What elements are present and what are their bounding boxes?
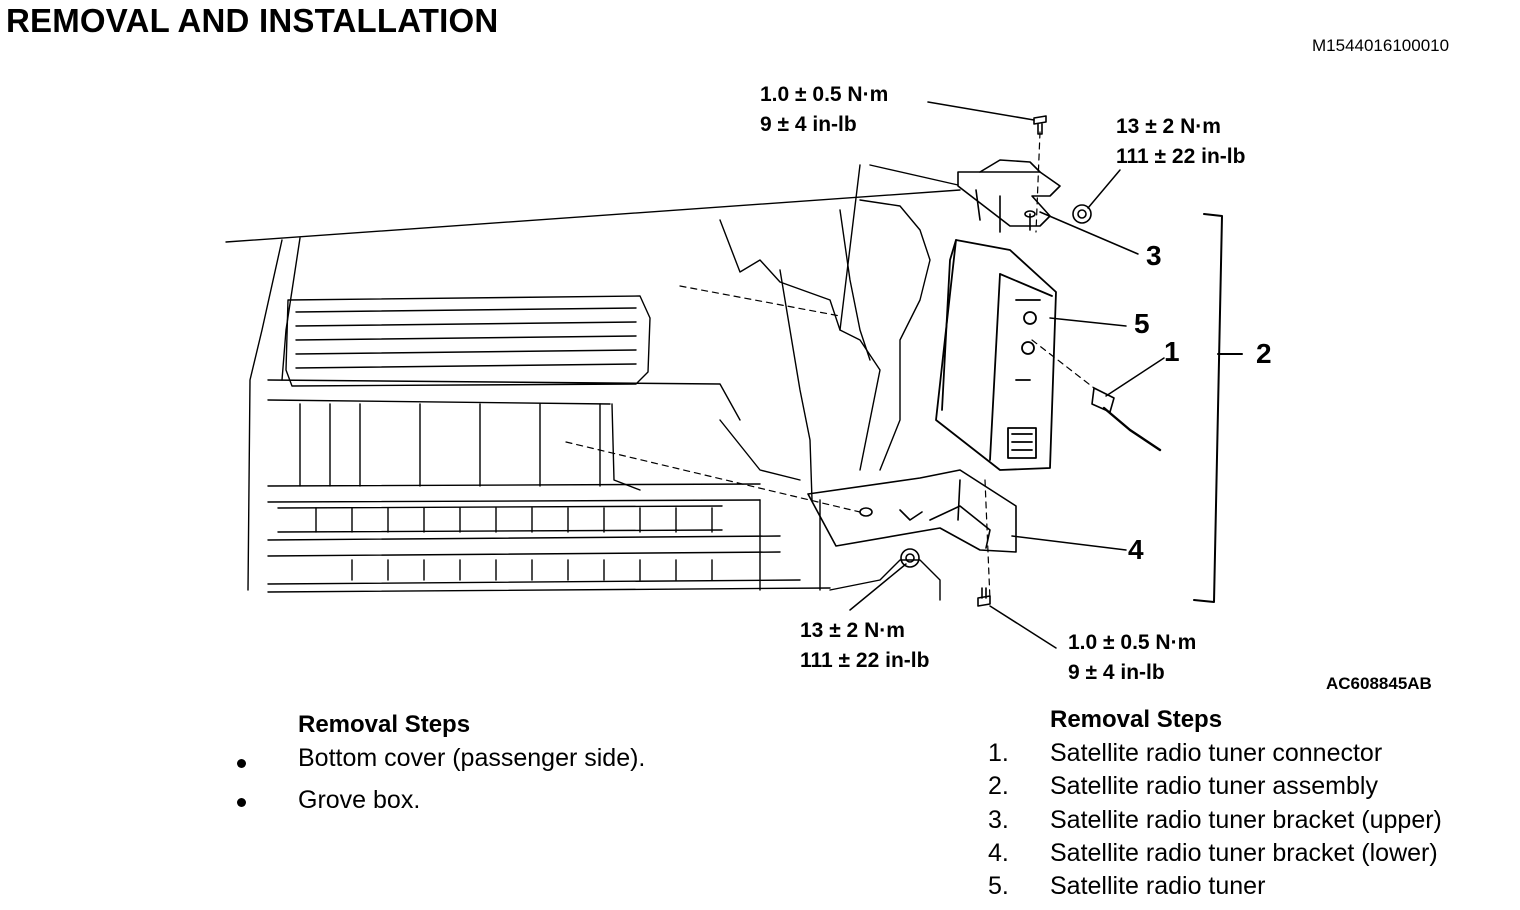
callout-2: 2 bbox=[1256, 338, 1272, 369]
list-item: 2. Satellite radio tuner assembly bbox=[988, 770, 1442, 803]
step-number: 5. bbox=[988, 872, 1009, 901]
step-text: Satellite radio tuner assembly bbox=[1050, 772, 1378, 801]
step-text: Satellite radio tuner bracket (lower) bbox=[1050, 839, 1438, 868]
leader-lines bbox=[849, 101, 1165, 649]
torque-metric: 13 ± 2 N·m bbox=[800, 619, 905, 642]
assembly-brace bbox=[1193, 213, 1243, 603]
fasteners bbox=[900, 115, 1162, 607]
torque-label-bottom-bolt: 1.0 ± 0.5 N·m 9 ± 4 in-lb bbox=[1068, 628, 1196, 688]
pre-removal-item: Grove box. bbox=[298, 786, 421, 814]
dashboard-outline bbox=[225, 164, 961, 601]
lower-bracket bbox=[807, 469, 1017, 553]
removal-steps-list: 1. Satellite radio tuner connector 2. Sa… bbox=[988, 737, 1442, 903]
torque-label-top-bolt: 1.0 ± 0.5 N·m 9 ± 4 in-lb bbox=[760, 80, 888, 140]
list-item: 5. Satellite radio tuner bbox=[988, 870, 1442, 903]
pre-removal-item: Bottom cover (passenger side). bbox=[298, 744, 646, 772]
torque-label-bottom-nut: 13 ± 2 N·m 111 ± 22 in-lb bbox=[800, 616, 929, 676]
step-text: Satellite radio tuner bracket (upper) bbox=[1050, 805, 1442, 834]
torque-imperial: 9 ± 4 in-lb bbox=[760, 113, 857, 136]
pre-removal-heading: Removal Steps bbox=[298, 711, 471, 738]
bullet-dot bbox=[237, 759, 246, 768]
torque-metric: 1.0 ± 0.5 N·m bbox=[760, 83, 889, 106]
step-number: 4. bbox=[988, 839, 1009, 868]
document-id: M1544016100010 bbox=[1312, 36, 1450, 55]
torque-label-top-nut: 13 ± 2 N·m 111 ± 22 in-lb bbox=[1116, 112, 1245, 172]
callout-5: 5 bbox=[1134, 308, 1150, 339]
step-text: Satellite radio tuner bbox=[1050, 872, 1266, 901]
callout-4: 4 bbox=[1128, 534, 1144, 565]
step-number: 2. bbox=[988, 772, 1009, 801]
step-number: 1. bbox=[988, 739, 1009, 768]
callout-1: 1 bbox=[1164, 336, 1180, 367]
list-item: 1. Satellite radio tuner connector bbox=[988, 737, 1442, 770]
step-text: Satellite radio tuner connector bbox=[1050, 739, 1383, 768]
page-title: REMOVAL AND INSTALLATION bbox=[6, 2, 499, 39]
tuner-unit bbox=[935, 239, 1057, 471]
torque-imperial: 111 ± 22 in-lb bbox=[1116, 145, 1246, 168]
upper-bracket bbox=[957, 159, 1061, 233]
list-item: 4. Satellite radio tuner bracket (lower) bbox=[988, 837, 1442, 870]
callout-3: 3 bbox=[1146, 240, 1162, 271]
torque-imperial: 111 ± 22 in-lb bbox=[800, 649, 930, 672]
bullet-dot bbox=[237, 798, 246, 807]
torque-metric: 1.0 ± 0.5 N·m bbox=[1068, 631, 1197, 654]
removal-steps-heading: Removal Steps bbox=[1050, 706, 1223, 733]
figure-id: AC608845AB bbox=[1326, 674, 1432, 693]
list-item: 3. Satellite radio tuner bracket (upper) bbox=[988, 804, 1442, 837]
torque-metric: 13 ± 2 N·m bbox=[1116, 115, 1221, 138]
torque-imperial: 9 ± 4 in-lb bbox=[1068, 661, 1165, 684]
step-number: 3. bbox=[988, 805, 1009, 834]
